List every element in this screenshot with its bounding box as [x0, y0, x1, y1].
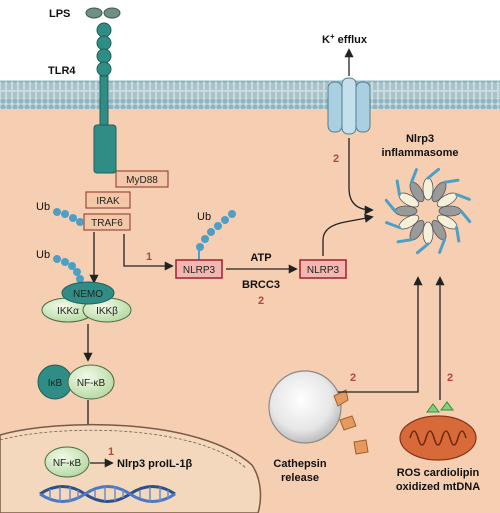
ros-label-line1: ROS cardiolipin [397, 467, 480, 479]
nfkb-cyto-label: NF-κB [77, 378, 106, 389]
inflammasome-card-domain [443, 178, 460, 184]
myd88-box: MyD88 [115, 170, 169, 188]
traf6-label: TRAF6 [91, 218, 123, 229]
irak-label: IRAK [96, 196, 120, 207]
inflammasome-card-domain [415, 242, 430, 255]
cathepsin-label-line2: release [281, 472, 319, 484]
cathepsin-molecules [333, 389, 369, 455]
nfkb-nuc-label: NF-κB [53, 458, 82, 469]
inflammasome-card-domain [438, 238, 446, 254]
nucleus-product-label: Nlrp3 proIL-1β [117, 458, 192, 470]
ubiquitin-chain-nlrp3 [196, 210, 236, 260]
nlrp3-inflammasome [384, 167, 472, 255]
ikk-complex: NEMO IKKα IKKβ [41, 281, 132, 323]
inflammasome-card-domain [395, 179, 401, 196]
dna-helix [39, 485, 176, 503]
ikkb-label: IKKβ [96, 306, 118, 317]
tlr4-receptor [93, 22, 117, 174]
ub-label-nlrp3: Ub [197, 211, 211, 223]
nlrp3-box-ubiquitinated: NLRP3 [175, 259, 223, 279]
ub-label-nemo: Ub [36, 249, 50, 261]
tlr4-label: TLR4 [48, 65, 76, 77]
k-efflux-label: K+ efflux [322, 32, 368, 47]
plasma-membrane [0, 80, 500, 110]
nlrp3-deub-label: NLRP3 [307, 265, 340, 276]
lps-molecules [85, 7, 121, 19]
lysosome [268, 370, 342, 444]
step-number-k-efflux: 2 [333, 153, 339, 165]
traf6-box: TRAF6 [83, 213, 131, 231]
inflammasome-label-line1: Nlrp3 [406, 133, 434, 145]
step-number-brcc3: 2 [258, 295, 264, 307]
step-number-cathepsin: 2 [350, 372, 356, 384]
mitochondrion [399, 401, 477, 461]
myd88-label: MyD88 [126, 175, 158, 186]
arrow-k-to-inflammasome [348, 138, 374, 215]
inflammasome-card-domain [459, 209, 472, 224]
step-number-ros: 2 [447, 372, 453, 384]
extracellular-space [0, 0, 500, 80]
inflammasome-card-domain [396, 238, 413, 244]
arrow-traf6-to-nlrp3 [123, 234, 174, 271]
ikka-label: IKKα [57, 306, 79, 317]
step-number-nucleus: 1 [108, 446, 114, 458]
ubiquitin-chain-traf6 [53, 208, 84, 226]
inflammasome-card-domain [384, 198, 397, 213]
step-number-traf6-nlrp3: 1 [146, 251, 152, 263]
irak-box: IRAK [85, 191, 131, 209]
nlrp3-box-deubiquitinated: NLRP3 [299, 259, 347, 279]
arrow-nlrp3-to-inflammasome [322, 213, 374, 256]
inflammasome-subunit [422, 221, 434, 245]
ubiquitin-chain-nemo [53, 255, 84, 283]
cathepsin-label-line1: Cathepsin [273, 458, 326, 470]
inflammasome-subunit [394, 205, 418, 217]
nemo-label: NEMO [73, 289, 103, 300]
nfkb-nuclear: NF-κB [44, 446, 90, 478]
inflammasome-card-domain [385, 221, 401, 229]
potassium-channel [327, 77, 371, 135]
inflammasome-subunit [438, 205, 462, 217]
ub-label-traf6: Ub [36, 201, 50, 213]
ikb-nfkb-complex: IκB NF-κB [37, 364, 115, 400]
inflammasome-card-domain [455, 193, 471, 201]
atp-label: ATP [250, 252, 271, 264]
inflammasome-card-domain [410, 168, 418, 184]
ikb-label: IκB [48, 378, 63, 389]
inflammasome-card-domain [426, 167, 441, 180]
lps-label: LPS [49, 8, 70, 20]
inflammasome-card-domain [455, 226, 461, 243]
inflammasome-label-line2: inflammasome [381, 147, 458, 159]
brcc3-label: BRCC3 [242, 279, 280, 291]
inflammasome-subunit [422, 177, 434, 201]
arrow-cathepsin-to-inflammasome [338, 276, 423, 393]
ros-label-line2: oxidized mtDNA [396, 481, 480, 493]
nlrp3-ub-label: NLRP3 [183, 265, 216, 276]
